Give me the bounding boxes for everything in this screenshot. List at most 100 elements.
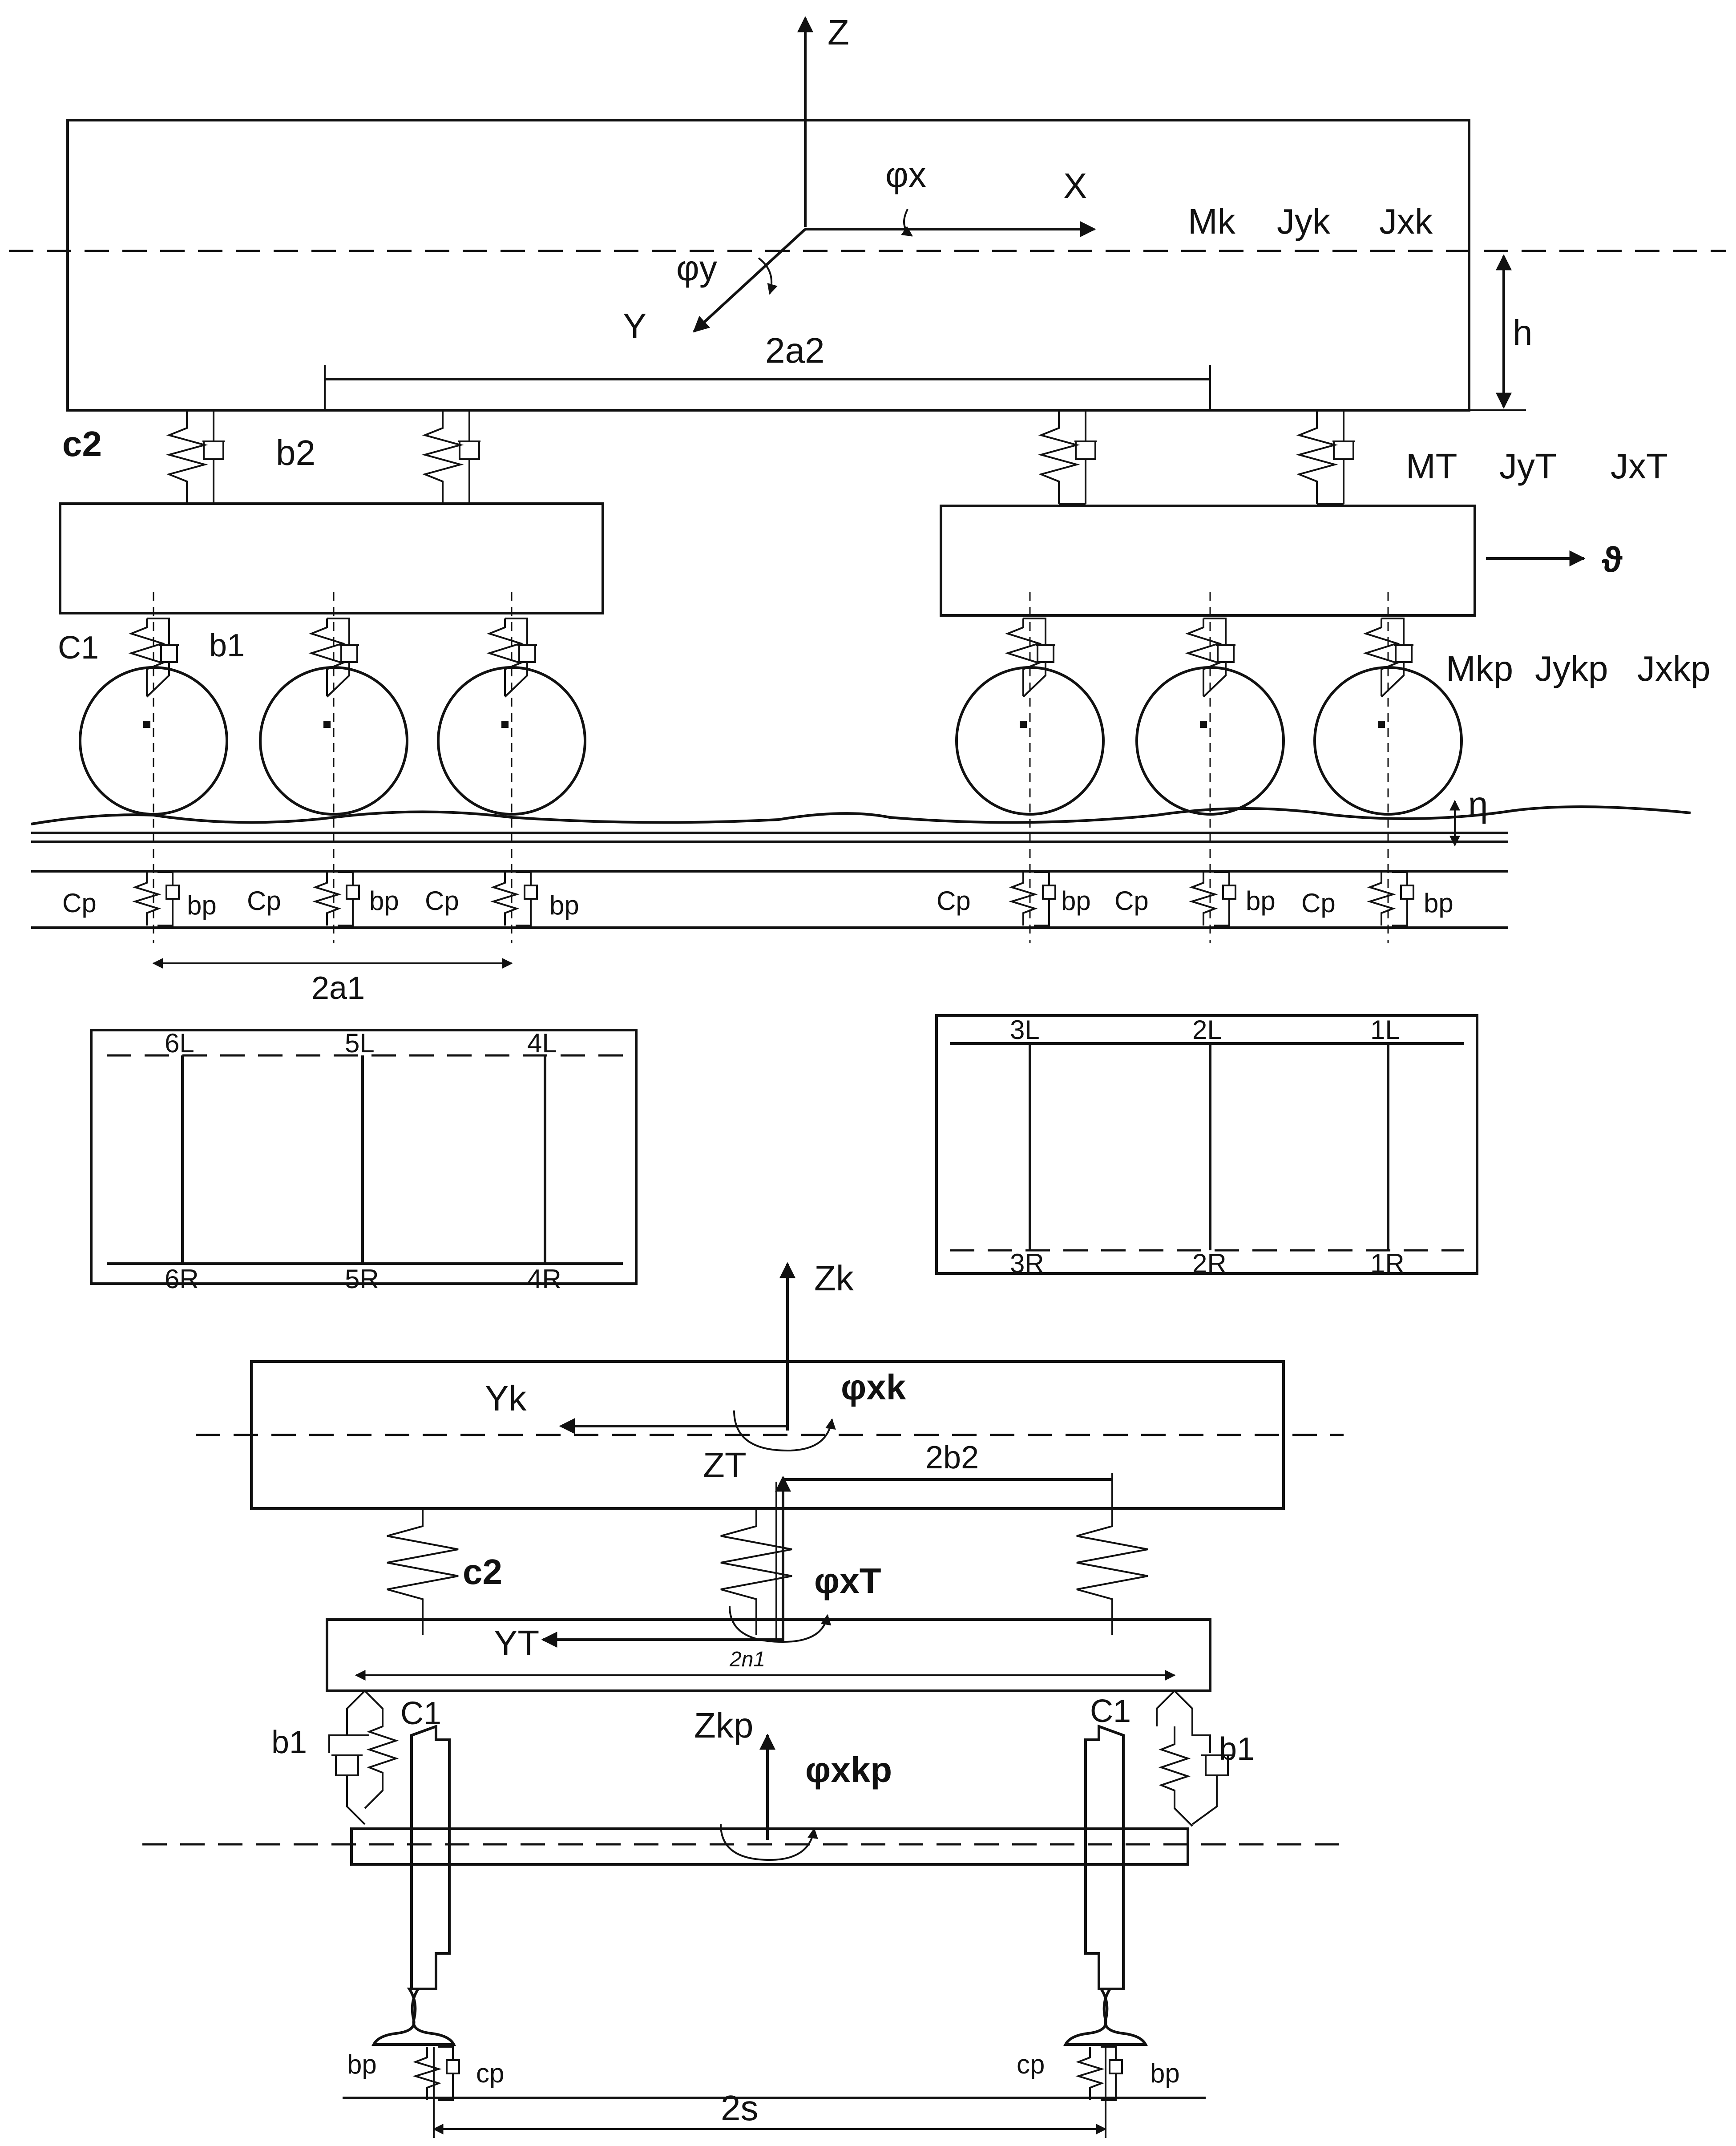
plan-left-bogie xyxy=(90,1029,638,1285)
axle xyxy=(350,1827,1189,1866)
phi-y-rotation-arrow xyxy=(758,257,778,295)
plan-1R: 1R xyxy=(1370,1249,1405,1278)
rail-left xyxy=(371,1988,456,2046)
two-s-label: 2s xyxy=(721,2088,759,2128)
rail-cp-2: Cp xyxy=(1114,886,1149,916)
rail-bp-2: bp xyxy=(1246,886,1276,916)
wheelset-jx-label: Jxkp xyxy=(1637,649,1711,688)
phi-x-label: φx xyxy=(885,155,926,194)
rail-bp-4: bp xyxy=(549,890,579,920)
end-c1-left-label: C1 xyxy=(400,1696,441,1731)
y-axis xyxy=(693,228,807,333)
end-spring-right xyxy=(1076,1508,1148,1635)
primary-suspension-4 xyxy=(489,618,538,729)
c1-label: C1 xyxy=(58,630,99,666)
primary-suspension-5 xyxy=(311,618,360,729)
phi-xt-rotation xyxy=(729,1606,832,1643)
bogie-jx-label: JxT xyxy=(1611,446,1668,486)
secondary-suspension-1 xyxy=(168,409,226,505)
body-mass-label: Mk xyxy=(1188,202,1236,241)
plan-2R: 2R xyxy=(1192,1249,1227,1278)
end-cp-right-label: cp xyxy=(1017,2049,1045,2079)
phi-x-rotation-arrow xyxy=(901,209,913,237)
phi-xk-rotation xyxy=(733,1410,836,1452)
bogie-jy-label: JyT xyxy=(1499,446,1557,486)
end-c1-right-label: C1 xyxy=(1090,1693,1131,1729)
plan-2L: 2L xyxy=(1192,1015,1222,1045)
wheelset-mass-label: Mkp xyxy=(1446,649,1513,688)
plan-6R: 6R xyxy=(165,1264,199,1294)
rail-support-4 xyxy=(493,871,539,926)
eta-label: η xyxy=(1468,784,1488,824)
rail-cp-3: Cp xyxy=(937,886,971,916)
two-b2-label: 2b2 xyxy=(925,1440,979,1475)
wheelset-axes xyxy=(153,592,1389,943)
two-n1-label: 2n1 xyxy=(729,1648,765,1671)
h-label: h xyxy=(1513,313,1533,352)
plan-6L: 6L xyxy=(165,1028,194,1058)
phi-xkp-label: φxkp xyxy=(805,1750,892,1790)
bogie-mass-label: MT xyxy=(1406,446,1457,486)
zkp-label: Zkp xyxy=(694,1705,753,1745)
left-bogie-frame xyxy=(59,502,604,614)
rail-cp-1: Cp xyxy=(1301,888,1336,918)
b1-label: b1 xyxy=(209,628,245,663)
rail-bp-6: bp xyxy=(187,890,217,920)
rail-bp-5: bp xyxy=(369,886,399,916)
rail-support-3 xyxy=(1011,871,1057,926)
end-spring-left xyxy=(387,1508,459,1635)
right-bogie-frame xyxy=(940,505,1476,617)
plan-3L: 3L xyxy=(1010,1015,1040,1045)
car-body xyxy=(66,119,1470,412)
plan-4L: 4L xyxy=(527,1028,557,1058)
b2-label: b2 xyxy=(276,433,315,473)
y-axis-label: Y xyxy=(623,306,646,346)
end-primary-left xyxy=(328,1690,399,1825)
plan-1L: 1L xyxy=(1370,1015,1400,1045)
phi-xk-label: φxk xyxy=(841,1367,906,1407)
phi-xt-label: φxT xyxy=(814,1561,881,1600)
body-jx-label: Jxk xyxy=(1379,202,1433,241)
wheel-right xyxy=(1084,1724,1125,1990)
rail-support-left xyxy=(415,2046,461,2101)
yt-label: YT xyxy=(494,1623,539,1663)
phi-y-label: φy xyxy=(676,248,717,288)
rail-support-1 xyxy=(1369,871,1415,926)
rail-right xyxy=(1063,1988,1148,2046)
rail-cp-6: Cp xyxy=(62,888,97,918)
rail-support-right xyxy=(1078,2046,1124,2101)
plan-right-bogie xyxy=(935,1014,1478,1275)
secondary-suspension-4 xyxy=(1298,409,1356,505)
rail-support-5 xyxy=(315,871,361,926)
plan-3R: 3R xyxy=(1010,1249,1044,1278)
secondary-suspension-3 xyxy=(1040,409,1098,505)
end-bogie-frame xyxy=(326,1618,1211,1692)
primary-suspension-2 xyxy=(1187,618,1236,729)
phi-xkp-rotation xyxy=(720,1824,818,1861)
zt-label: ZT xyxy=(703,1445,747,1485)
rail-support-2 xyxy=(1191,871,1237,926)
rail-bp-1: bp xyxy=(1424,888,1453,918)
speed-label: ϑ xyxy=(1602,540,1623,579)
rail-support-6 xyxy=(134,871,181,926)
x-axis-label: X xyxy=(1063,166,1087,206)
secondary-suspension-2 xyxy=(424,409,481,505)
wheel-left xyxy=(410,1724,451,1990)
track-irregularity xyxy=(31,805,1691,825)
end-b1-right-label: b1 xyxy=(1219,1731,1255,1767)
primary-suspension-1 xyxy=(1365,618,1414,729)
plan-4R: 4R xyxy=(527,1264,561,1294)
zk-label: Zk xyxy=(814,1258,854,1298)
body-jy-label: Jyk xyxy=(1277,202,1331,241)
end-primary-right xyxy=(1156,1690,1232,1827)
primary-suspension-6 xyxy=(130,618,180,729)
end-b1-left-label: b1 xyxy=(271,1725,307,1760)
yk-label: Yk xyxy=(485,1378,527,1418)
end-bp-right-label: bp xyxy=(1150,2058,1180,2088)
wheelset-jy-label: Jykp xyxy=(1535,649,1608,688)
plan-5L: 5L xyxy=(345,1028,375,1058)
rail-cp-4: Cp xyxy=(425,886,459,916)
end-spring-center xyxy=(720,1508,792,1635)
